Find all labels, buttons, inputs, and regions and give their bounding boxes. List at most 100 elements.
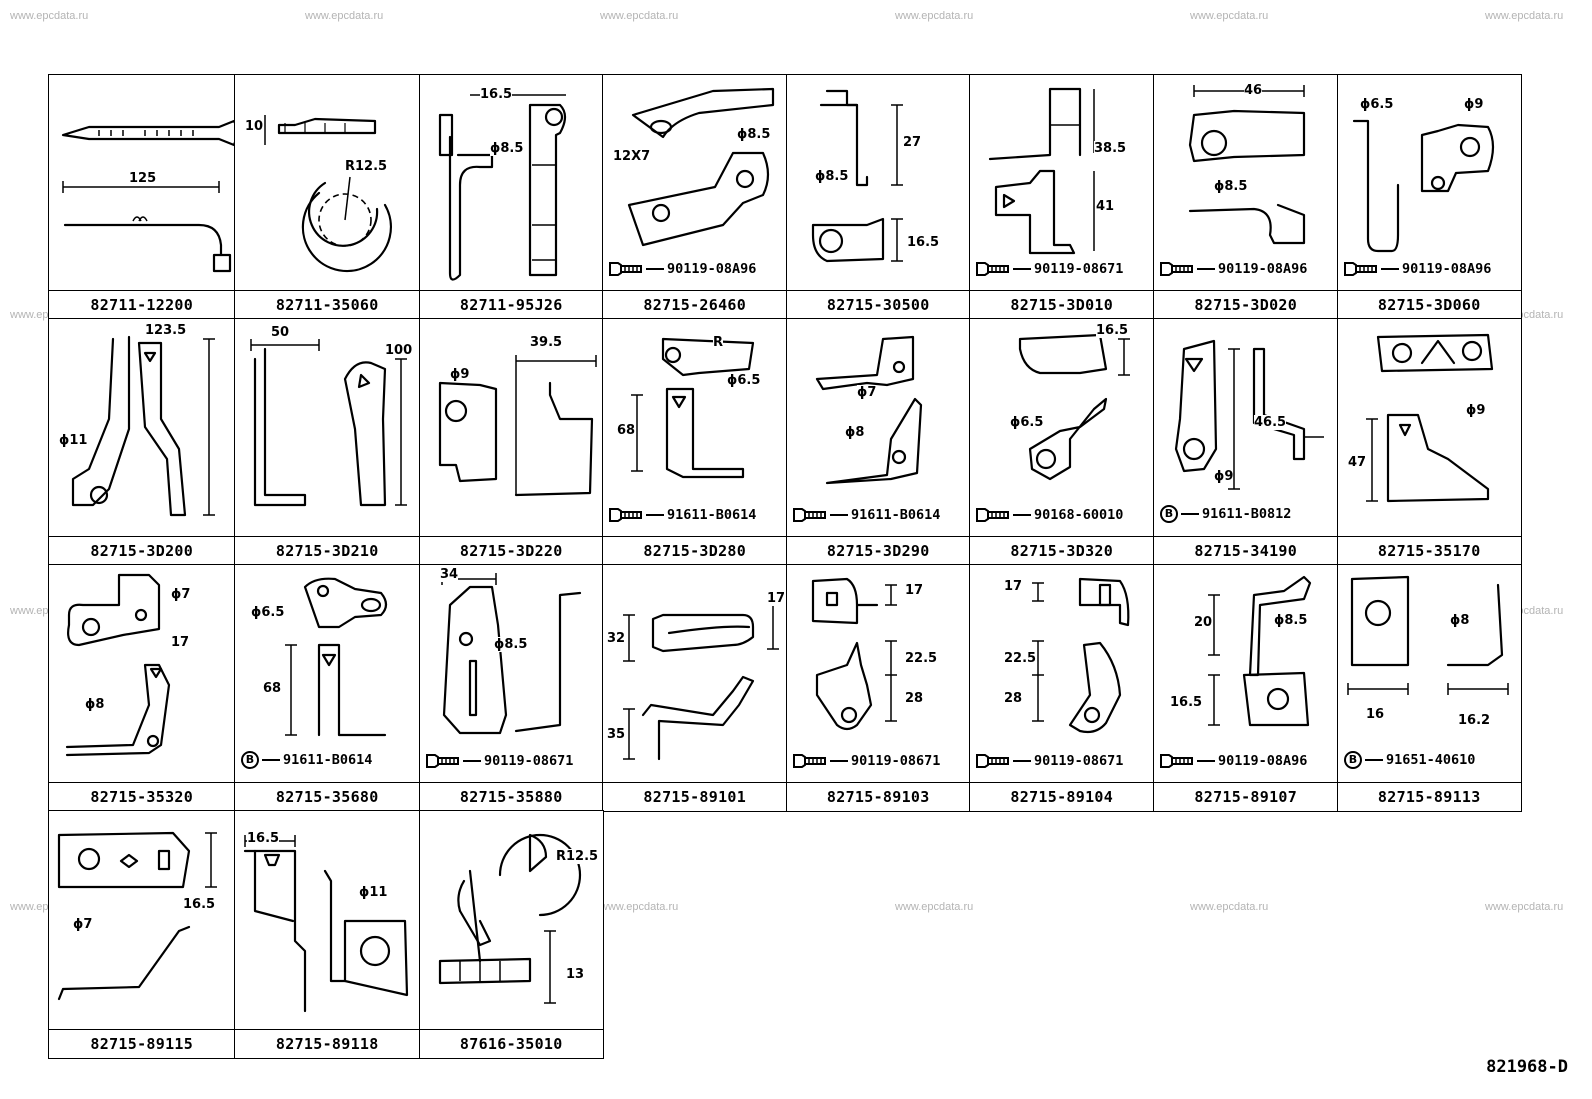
dimension-label: 16.5 xyxy=(907,235,940,250)
fastener-callout: 90119-08A96 xyxy=(1160,261,1334,277)
bolt-icon xyxy=(793,507,826,522)
dimension-label: 46.5 xyxy=(1254,415,1287,430)
part-number[interactable]: 82715-89104 xyxy=(970,781,1154,811)
part-number[interactable]: 82715-3D020 xyxy=(1154,289,1338,319)
dimension-label: 41 xyxy=(1096,199,1115,214)
part-drawing xyxy=(631,337,755,479)
part-number[interactable]: 82715-3D290 xyxy=(787,535,970,565)
part-number[interactable]: 82715-3D060 xyxy=(1338,289,1521,319)
dimension-label: 13 xyxy=(566,967,585,982)
dimension-label: 16.5 xyxy=(1170,695,1203,710)
dimension-label: 16.5 xyxy=(1096,323,1129,338)
part-number[interactable]: 82715-89115 xyxy=(49,1028,235,1058)
dimension-label: ϕ6.5 xyxy=(1360,97,1394,112)
part-number[interactable]: 82715-35170 xyxy=(1338,535,1521,565)
dimension-label: 27 xyxy=(903,135,922,150)
watermark-text: www.epcdata.ru xyxy=(305,10,384,22)
leader-line xyxy=(646,267,664,270)
fastener-number: 90119-08671 xyxy=(851,752,941,769)
part-drawing xyxy=(815,335,923,485)
part-number[interactable]: 82715-35680 xyxy=(235,781,420,811)
fastener-number: 90119-08671 xyxy=(484,752,574,769)
dimension-label: 16.2 xyxy=(1458,713,1491,728)
part-number[interactable]: 82711-95J26 xyxy=(420,289,603,319)
dimension-label: 100 xyxy=(385,343,413,358)
dimension-label: 22.5 xyxy=(1004,651,1037,666)
part-number[interactable]: 82715-3D010 xyxy=(970,289,1154,319)
dimension-label: ϕ8.5 xyxy=(494,637,528,652)
part-number[interactable]: 82715-3D320 xyxy=(970,535,1154,565)
dimension-label: 39.5 xyxy=(530,335,563,350)
leader-line xyxy=(830,759,848,762)
dimension-label: R12.5 xyxy=(556,849,599,864)
dimension-label: 123.5 xyxy=(145,323,187,338)
leader-line xyxy=(830,513,848,516)
part-cell[interactable]: R12.5 13 87616-35010 xyxy=(419,810,604,1059)
dimension-label: 28 xyxy=(905,691,924,706)
dimension-label: ϕ6.5 xyxy=(727,373,761,388)
dimension-label: ϕ11 xyxy=(59,433,88,448)
part-number[interactable]: 82715-3D280 xyxy=(603,535,787,565)
dimension-label: ϕ7 xyxy=(857,385,877,400)
part-number[interactable]: 82715-35880 xyxy=(420,781,603,811)
fastener-callout: 90119-08671 xyxy=(976,261,1150,277)
part-number[interactable]: 82715-89103 xyxy=(787,781,970,811)
part-number[interactable]: 82715-3D220 xyxy=(420,535,603,565)
part-number[interactable]: 82715-3D210 xyxy=(235,535,420,565)
bolt-icon xyxy=(976,507,1009,522)
part-number[interactable]: 82715-34190 xyxy=(1154,535,1338,565)
part-drawing xyxy=(988,87,1095,255)
part-number[interactable]: 82711-35060 xyxy=(235,289,420,319)
part-number[interactable]: 82715-89101 xyxy=(603,781,787,811)
fastener-number: 91611-B0614 xyxy=(667,506,757,523)
watermark-text: www.epcdata.ru xyxy=(1485,10,1564,22)
part-cell[interactable]: 123.5 ϕ11 82715-3D200 xyxy=(48,318,236,566)
dimension-label: 17 xyxy=(767,591,786,606)
fastener-number: 91611-B0614 xyxy=(851,506,941,523)
part-number[interactable]: 82715-89107 xyxy=(1154,781,1338,811)
part-drawing xyxy=(811,577,897,731)
dimension-label: 32 xyxy=(607,631,626,646)
part-number[interactable]: 82715-26460 xyxy=(603,289,787,319)
part-number[interactable]: 82715-89118 xyxy=(235,1028,420,1058)
part-number[interactable]: 87616-35010 xyxy=(420,1028,603,1058)
part-number[interactable]: 82715-35320 xyxy=(49,781,235,811)
fastener-callout: 91611-B0614 xyxy=(793,507,966,523)
part-number[interactable]: 82715-3D200 xyxy=(49,535,235,565)
dimension-label: 68 xyxy=(263,681,282,696)
fastener-number: 90119-08671 xyxy=(1034,260,1124,277)
part-number[interactable]: 82715-30500 xyxy=(787,289,970,319)
dimension-label: 10 xyxy=(245,119,264,134)
part-drawing xyxy=(1188,85,1306,245)
part-number[interactable]: 82711-12200 xyxy=(49,289,235,319)
fastener-number: 91651-40610 xyxy=(1386,751,1476,768)
part-number[interactable]: 82715-89113 xyxy=(1338,781,1521,811)
fastener-number: 90119-08A96 xyxy=(1218,752,1308,769)
